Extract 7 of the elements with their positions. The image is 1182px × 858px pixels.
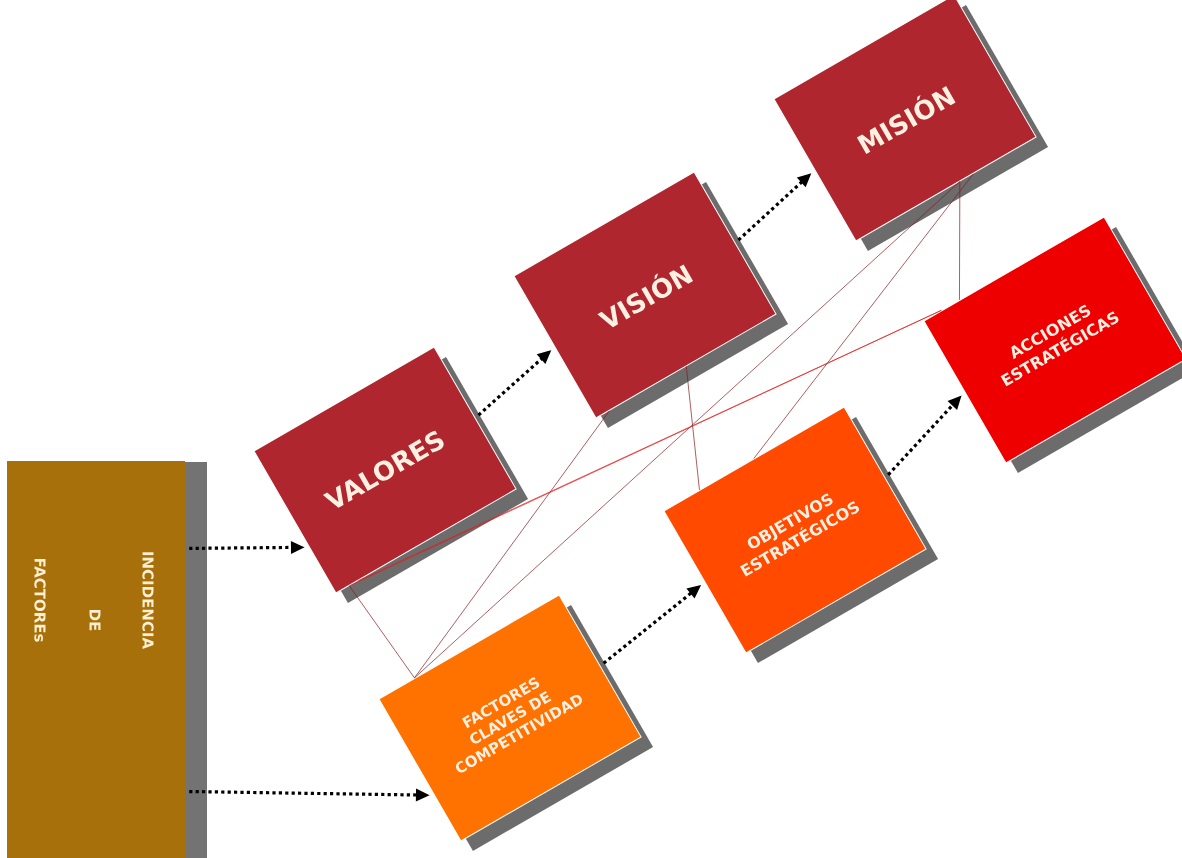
connector-line — [414, 181, 961, 679]
connector-line — [414, 410, 610, 679]
connector-line — [348, 585, 415, 679]
connector-line — [685, 366, 700, 491]
factor-panel: FACTOREs DE INCIDENCIA — [7, 461, 207, 858]
connector-line — [753, 173, 974, 459]
connector-line — [959, 181, 961, 301]
